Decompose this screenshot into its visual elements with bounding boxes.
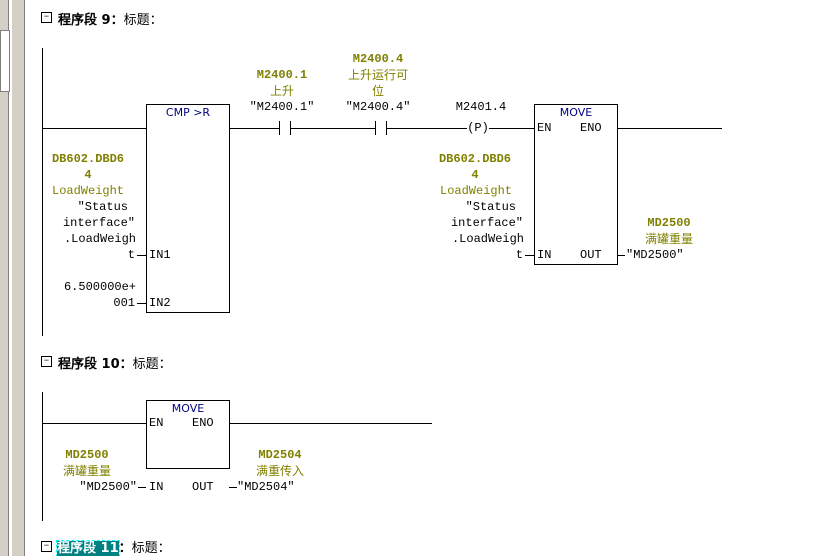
network-number: 9 [101, 13, 111, 28]
cmp-title: CMP >R [165, 106, 211, 119]
pin-in: IN [537, 248, 552, 262]
collapse-network-9-icon[interactable]: − [41, 12, 52, 23]
move-title: MOVE [559, 106, 593, 119]
scroll-thumb[interactable] [0, 30, 10, 92]
network-title: 标题： [123, 13, 163, 28]
pin-en: EN [537, 121, 552, 135]
network-10-header[interactable]: 程序段 10：标题： [58, 357, 172, 372]
move-box[interactable] [534, 104, 618, 265]
cmp-r-box[interactable] [146, 104, 230, 313]
network-11-selected-label[interactable]: 程序段 11 [56, 540, 120, 556]
move-box[interactable] [146, 400, 230, 469]
network-11-header[interactable]: 程序段 11：标题： [56, 540, 171, 556]
pin-out: OUT [580, 248, 602, 262]
rung-wire [42, 128, 146, 129]
power-rail [42, 392, 43, 521]
collapse-network-10-icon[interactable]: − [41, 356, 52, 367]
power-rail [42, 48, 43, 336]
pin-in1: IN1 [149, 248, 171, 262]
pin-in2: IN2 [149, 296, 171, 310]
collapse-network-11-icon[interactable]: − [41, 541, 52, 552]
network-label: 程序段 [58, 13, 98, 28]
pin-eno: ENO [580, 121, 602, 135]
pane-divider[interactable] [8, 0, 12, 556]
left-pane-scrollbar[interactable] [0, 0, 25, 556]
network-9-header[interactable]: 程序段 9：标题： [58, 13, 163, 28]
